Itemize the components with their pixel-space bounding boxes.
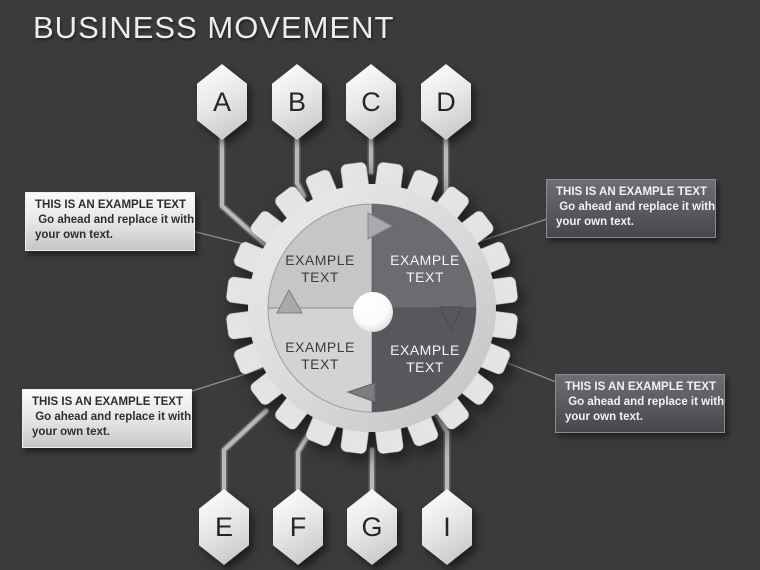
arrow-right-icon [367, 212, 394, 240]
callout-top-left: THIS IS AN EXAMPLE TEXT Go ahead and rep… [25, 192, 195, 251]
quadrant-label: EXAMPLE [390, 252, 460, 268]
quadrant-top-right [372, 204, 476, 308]
hexagon-node-b: B [272, 64, 322, 140]
connector-hex-f [296, 435, 309, 494]
callout-line: THIS IS AN EXAMPLE TEXT [32, 396, 184, 408]
callout-line: your own text. [32, 426, 110, 439]
callout-line: Go ahead and replace it with [556, 201, 716, 214]
hexagon-node-d: D [421, 64, 471, 140]
connector-hex-b [295, 134, 306, 198]
quadrant-label: TEXT [301, 269, 339, 285]
quadrant-label: EXAMPLE [285, 252, 355, 268]
callout-line: THIS IS AN EXAMPLE TEXT [565, 381, 717, 393]
quadrant-bottom-left [268, 308, 372, 412]
hexagon-label: D [436, 86, 456, 117]
hexagon-label: E [214, 511, 233, 542]
hub-circle-icon [353, 292, 393, 332]
hexagon-label: C [361, 86, 381, 117]
arrow-down-icon [439, 306, 463, 332]
callout-bottom-left: THIS IS AN EXAMPLE TEXT Go ahead and rep… [22, 389, 192, 448]
hexagon-node-a: A [197, 64, 247, 140]
connector-hex-a [220, 134, 270, 249]
callout-bottom-right: THIS IS AN EXAMPLE TEXT Go ahead and rep… [555, 374, 725, 433]
callout-line: Go ahead and replace it with [32, 411, 192, 424]
arrow-up-icon [276, 288, 303, 314]
quadrant-label: EXAMPLE [285, 339, 355, 355]
page-title: BUSINESS MOVEMENT [33, 10, 395, 45]
hexagon-node-c: C [346, 64, 396, 140]
hexagon-node-i: I [422, 489, 472, 565]
connector-hex-e [222, 409, 268, 494]
hexagon-label: G [361, 511, 383, 542]
gear-icon: EXAMPLE TEXT EXAMPLE TEXT EXAMPLE TEXT E… [225, 161, 519, 455]
callout-line: your own text. [565, 411, 643, 424]
callout-top-right: THIS IS AN EXAMPLE TEXT Go ahead and rep… [546, 179, 716, 238]
callout-line: Go ahead and replace it with [35, 214, 195, 227]
callout-line: your own text. [556, 216, 634, 229]
hexagon-label: B [287, 86, 306, 117]
connector-callout-top-right [477, 218, 548, 243]
quadrant-label: EXAMPLE [390, 342, 460, 358]
quadrant-label: TEXT [406, 269, 444, 285]
callout-line: THIS IS AN EXAMPLE TEXT [35, 199, 187, 211]
hexagon-label: I [443, 511, 451, 542]
quadrant-label: TEXT [406, 359, 444, 375]
hexagon-node-g: G [347, 489, 397, 565]
callout-line: THIS IS AN EXAMPLE TEXT [556, 186, 708, 198]
quadrant-label: TEXT [301, 356, 339, 372]
callout-line: your own text. [35, 229, 113, 242]
quadrant-bottom-right [372, 308, 476, 412]
hexagon-node-e: E [199, 489, 249, 565]
quadrant-top-left [268, 204, 372, 308]
hexagon-label: A [212, 86, 231, 117]
callout-line: Go ahead and replace it with [565, 396, 725, 409]
hexagon-node-f: F [273, 489, 323, 565]
arrow-left-icon [346, 382, 376, 403]
hexagon-label: F [289, 511, 307, 542]
